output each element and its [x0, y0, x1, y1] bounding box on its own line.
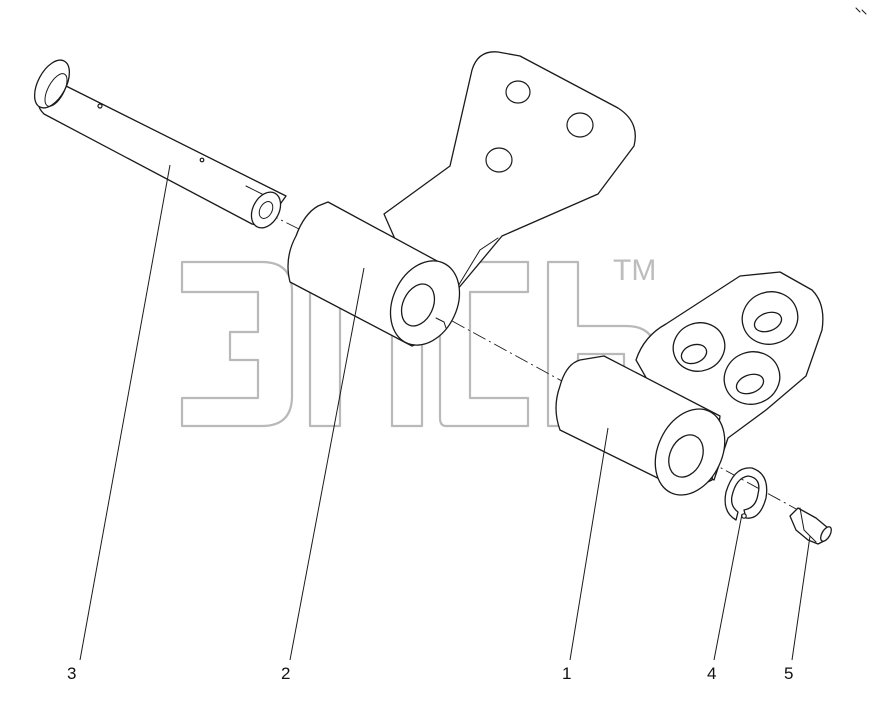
- bracket-part-1: [555, 271, 824, 496]
- callout-2: 2: [281, 664, 290, 683]
- bracket-part-2: [287, 51, 636, 347]
- callout-numbers: 3 2 1 4 5: [67, 664, 793, 683]
- grease-nipple-part-5: [789, 507, 832, 545]
- watermark-trademark: TM: [613, 254, 656, 287]
- retaining-ring-part-4: [724, 467, 768, 521]
- callout-5: 5: [784, 664, 793, 683]
- callout-3: 3: [67, 664, 76, 683]
- callout-1: 1: [562, 664, 571, 683]
- callout-4: 4: [707, 664, 716, 683]
- pin-part-3: [33, 59, 287, 229]
- corner-mark: [855, 7, 867, 15]
- leader-lines: [79, 164, 811, 661]
